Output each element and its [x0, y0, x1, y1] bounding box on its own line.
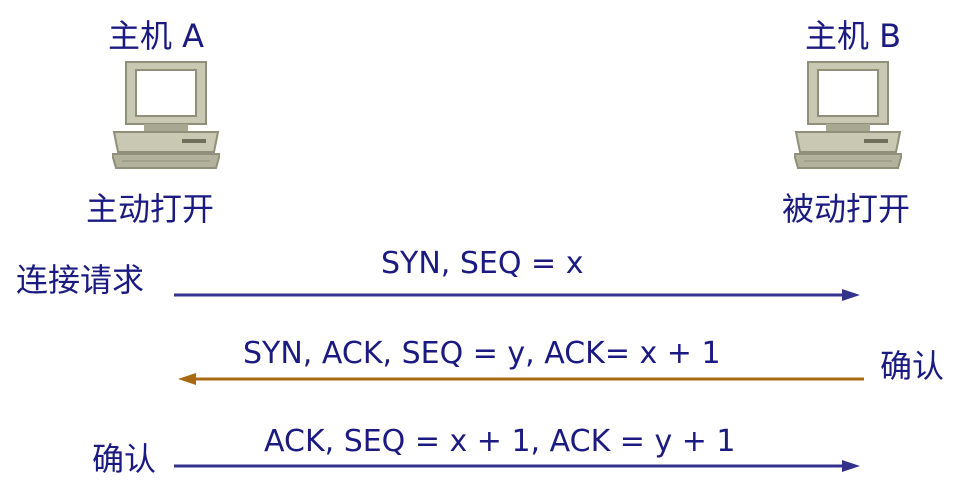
step1-message: SYN, SEQ = x — [381, 246, 584, 281]
desktop-computer-icon — [794, 61, 902, 169]
step2-right-label: 确认 — [880, 347, 945, 385]
host-b-role: 被动打开 — [782, 190, 911, 228]
host-b-title: 主机 B — [805, 17, 902, 55]
step3-message: ACK, SEQ = x + 1, ACK = y + 1 — [264, 424, 736, 459]
step3-arrow — [174, 460, 860, 472]
step2-message: SYN, ACK, SEQ = y, ACK= x + 1 — [243, 336, 721, 371]
step3-left-label: 确认 — [92, 440, 157, 478]
step1-left-label: 连接请求 — [16, 261, 145, 299]
desktop-computer-icon — [112, 61, 220, 169]
host-a-role: 主动打开 — [86, 190, 215, 228]
host-a-title: 主机 A — [108, 17, 205, 55]
step2-arrow — [178, 373, 864, 385]
step1-arrow — [174, 289, 860, 301]
